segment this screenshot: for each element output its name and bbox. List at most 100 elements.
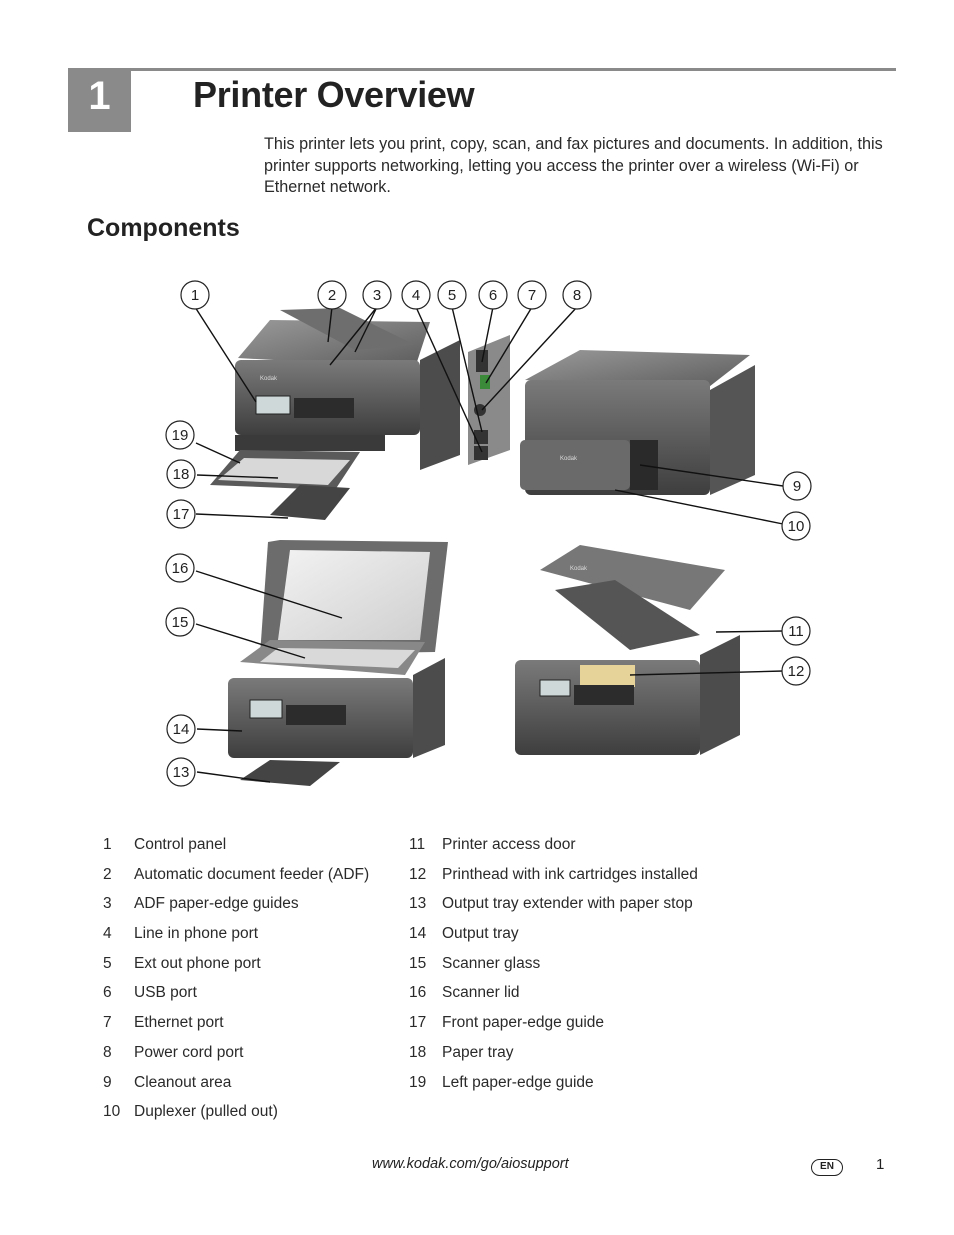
legend-label: Ext out phone port [134, 954, 261, 972]
callout-19: 19 [165, 420, 195, 450]
legend-label: Paper tray [442, 1043, 514, 1061]
legend-item: 14 Output tray [406, 925, 698, 955]
callout-18: 18 [166, 459, 196, 489]
legend-item: 11 Printer access door [406, 836, 698, 866]
legend-number: 2 [103, 865, 112, 883]
legend-item: 8 Power cord port [100, 1044, 369, 1074]
brand-label-rear: Kodak [560, 456, 578, 462]
svg-text:17: 17 [173, 506, 190, 523]
callout-2: 2 [317, 280, 347, 310]
legend-label: Power cord port [134, 1043, 244, 1061]
svg-text:15: 15 [172, 614, 189, 631]
legend-label: USB port [134, 984, 197, 1002]
chapter-number-badge: 1 [68, 68, 131, 132]
legend-label: Line in phone port [134, 925, 259, 943]
page-title: Printer Overview [193, 74, 475, 115]
section-heading-components: Components [87, 214, 240, 242]
legend-number: 17 [409, 1014, 427, 1032]
callout-15: 15 [165, 607, 195, 637]
legend-item: 3 ADF paper-edge guides [100, 895, 369, 925]
svg-text:5: 5 [448, 287, 456, 304]
svg-text:2: 2 [328, 287, 336, 304]
callout-8: 8 [562, 280, 592, 310]
legend-number: 6 [103, 984, 112, 1002]
language-badge: EN [811, 1159, 843, 1176]
legend-label: Output tray [442, 925, 519, 943]
legend-number: 8 [103, 1043, 112, 1061]
svg-text:8: 8 [573, 287, 581, 304]
svg-text:14: 14 [173, 721, 190, 738]
svg-text:18: 18 [173, 466, 190, 483]
legend-label: Automatic document feeder (ADF) [134, 865, 370, 883]
callout-13: 13 [166, 757, 196, 787]
legend-item: 18 Paper tray [406, 1044, 698, 1074]
intro-paragraph: This printer lets you print, copy, scan,… [264, 135, 883, 196]
svg-text:13: 13 [173, 764, 190, 781]
top-rule [68, 68, 896, 71]
legend-label: ADF paper-edge guides [134, 895, 299, 913]
printer-components-figure: Kodak Kodak [160, 280, 820, 800]
legend-number: 18 [409, 1043, 427, 1061]
brand-label: Kodak [260, 376, 278, 382]
page-number: 1 [876, 1156, 885, 1173]
legend-label: Duplexer (pulled out) [134, 1103, 278, 1121]
legend-label: Output tray extender with paper stop [442, 895, 693, 913]
legend-number: 14 [409, 925, 427, 943]
callout-circles: 1 2 3 4 5 6 7 8 9 10 11 12 13 14 15 16 1… [165, 280, 812, 787]
svg-text:1: 1 [191, 287, 199, 304]
legend-number: 1 [103, 836, 112, 853]
legend-number: 7 [103, 1014, 112, 1032]
printer-scanner-open-view [228, 540, 448, 786]
printer-illustration: Kodak Kodak [165, 280, 812, 787]
components-legend-left: 1 Control panel 2 Automatic document feede… [100, 836, 369, 1133]
svg-text:10: 10 [788, 518, 805, 535]
svg-text:6: 6 [489, 287, 497, 304]
legend-label: Control panel [134, 836, 227, 853]
legend-label: Scanner glass [442, 954, 541, 972]
callout-7: 7 [517, 280, 547, 310]
svg-text:7: 7 [528, 287, 536, 304]
printer-access-door-open-view: Kodak [515, 545, 740, 755]
legend-label: Printhead with ink cartridges installed [442, 865, 698, 883]
legend-number: 10 [103, 1103, 121, 1121]
legend-number: 11 [409, 836, 426, 853]
legend-number: 19 [409, 1073, 427, 1091]
legend-label: Scanner lid [442, 984, 520, 1002]
svg-text:4: 4 [412, 287, 420, 304]
svg-text:19: 19 [172, 427, 189, 444]
svg-text:12: 12 [788, 663, 805, 680]
legend-item: 1 Control panel [100, 836, 369, 866]
legend-label: Left paper-edge guide [442, 1073, 594, 1091]
callout-14: 14 [166, 714, 196, 744]
svg-text:11: 11 [788, 623, 804, 640]
callout-4: 4 [401, 280, 431, 310]
legend-number: 3 [103, 895, 112, 913]
legend-number: 5 [103, 954, 112, 972]
legend-label: Front paper-edge guide [442, 1014, 605, 1032]
legend-item: 2 Automatic document feeder (ADF) [100, 866, 369, 896]
legend-label: Printer access door [442, 836, 576, 853]
legend-label: Ethernet port [134, 1014, 224, 1032]
callout-1: 1 [180, 280, 210, 310]
callout-10: 10 [781, 511, 811, 541]
svg-text:3: 3 [373, 287, 381, 304]
brand-label-open: Kodak [570, 566, 588, 572]
support-url-link[interactable]: www.kodak.com/go/aiosupport [372, 1156, 569, 1172]
callout-9: 9 [782, 471, 812, 501]
printer-rear-view: Kodak [520, 350, 755, 495]
legend-number: 16 [409, 984, 427, 1002]
legend-item: 5 Ext out phone port [100, 955, 369, 985]
callout-16: 16 [165, 553, 195, 583]
legend-item: 10 Duplexer (pulled out) [100, 1103, 369, 1133]
legend-item: 19 Left paper-edge guide [406, 1074, 698, 1104]
legend-item: 7 Ethernet port [100, 1014, 369, 1044]
callout-6: 6 [478, 280, 508, 310]
printer-front-view: Kodak [210, 308, 460, 520]
legend-label: Cleanout area [134, 1073, 232, 1091]
callout-11: 11 [781, 616, 811, 646]
